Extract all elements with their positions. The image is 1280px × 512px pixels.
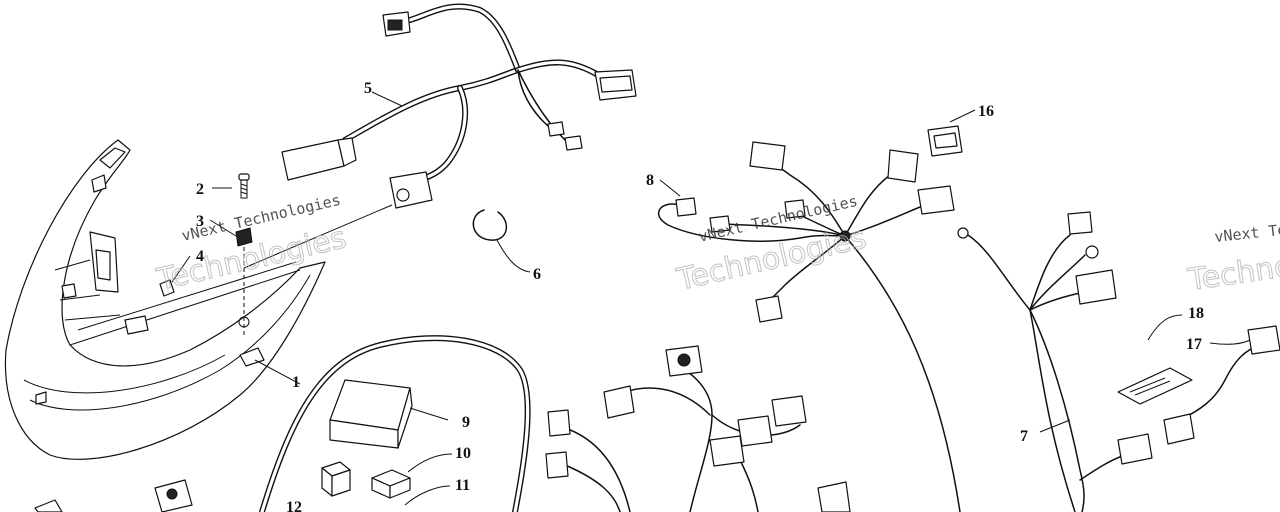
watermark-right: vNext Technologies Technologies (1185, 211, 1280, 298)
relay-part-10 (371, 453, 453, 499)
screw-part-2 (212, 173, 250, 199)
callout-7: 7 (1020, 428, 1028, 445)
watermark-big-text: Technologies (1185, 236, 1280, 298)
callout-18: 18 (1188, 305, 1204, 322)
harness-loop (259, 335, 531, 512)
callout-1: 1 (292, 374, 300, 391)
callout-3: 3 (196, 213, 204, 230)
callout-2: 2 (196, 181, 204, 198)
fuse-part-11 (404, 485, 451, 506)
harness-part-5 (243, 3, 637, 269)
lower-harness (545, 345, 851, 512)
callout-9: 9 (462, 414, 470, 431)
callout-17: 17 (1186, 336, 1202, 353)
headlight-assembly (4, 139, 326, 460)
callout-4: 4 (196, 248, 204, 265)
bottom-left-connectors (34, 479, 193, 512)
relay-box-part-9 (329, 379, 449, 449)
callout-10: 10 (455, 445, 471, 462)
callout-12: 12 (286, 499, 302, 512)
callout-11: 11 (455, 477, 470, 494)
connector-part-16 (927, 109, 976, 157)
ring-part-6 (472, 209, 531, 273)
callout-8: 8 (646, 172, 654, 189)
harness-part-17 (1163, 325, 1280, 445)
harness-part-8 (657, 141, 961, 512)
harness-part-7 (957, 211, 1153, 512)
relay-part-12 (321, 461, 351, 497)
watermark-center: vNext Technologies Technologies (672, 192, 870, 299)
watermark-text: vNext Technologies (1214, 211, 1280, 246)
callout-labels: 1 2 3 4 5 6 7 8 9 10 11 12 16 17 18 (196, 80, 1204, 512)
callout-6: 6 (533, 266, 541, 283)
nut-part-4 (159, 255, 191, 297)
callout-16: 16 (978, 103, 994, 120)
label-part-18 (1117, 314, 1193, 405)
callout-5: 5 (364, 80, 372, 97)
clip-part-3 (209, 219, 253, 247)
watermark-center-left: vNext Technologies Technologies (152, 191, 350, 299)
